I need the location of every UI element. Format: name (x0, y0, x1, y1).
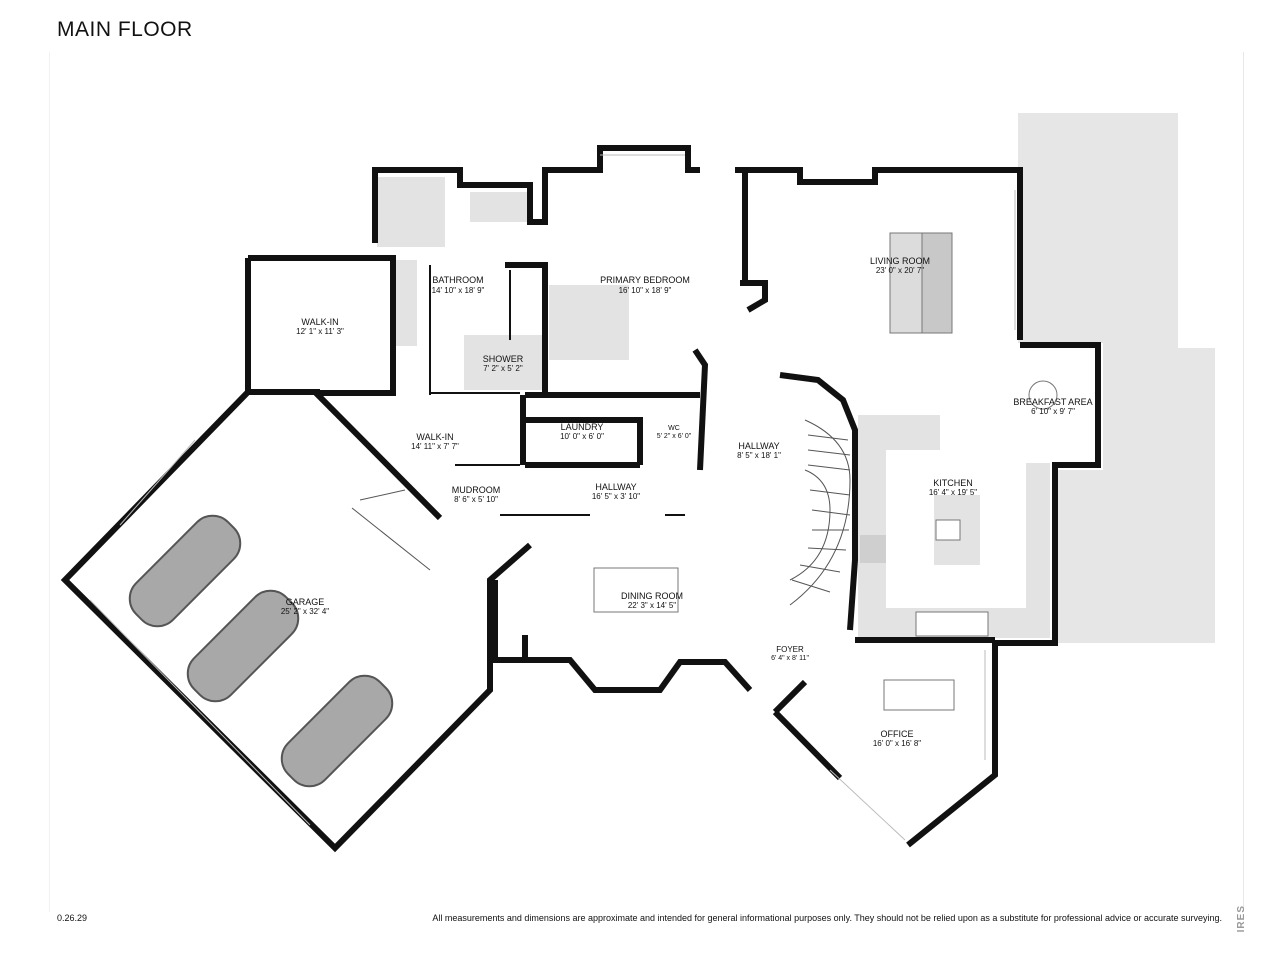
room-dim-primary-bedroom: 16' 10" x 18' 9" (619, 286, 672, 295)
page-edge-left (49, 52, 50, 912)
bath-fixtures (377, 177, 629, 390)
room-name-living-room: LIVING ROOM (870, 256, 930, 266)
version-number: 0.26.29 (57, 913, 88, 923)
disclaimer-text: All measurements and dimensions are appr… (432, 913, 1222, 923)
room-name-hallway-1: HALLWAY (738, 441, 779, 451)
room-labels: BATHROOM 14' 10" x 18' 9" PRIMARY BEDROO… (281, 256, 1093, 748)
room-dim-shower: 7' 2" x 5' 2" (483, 364, 523, 373)
room-name-garage: GARAGE (286, 597, 325, 607)
room-name-foyer: FOYER (776, 645, 804, 654)
windows (89, 154, 1016, 841)
room-dim-hallway-1: 8' 5" x 18' 1" (737, 451, 781, 460)
room-name-wc: WC (668, 425, 680, 432)
room-name-primary-bedroom: PRIMARY BEDROOM (600, 275, 690, 285)
room-name-hallway-2: HALLWAY (595, 482, 636, 492)
room-dim-dining-room: 22' 3" x 14' 5" (628, 601, 676, 610)
page-edge-right (1243, 52, 1244, 912)
room-dim-breakfast-area: 6' 10" x 9' 7" (1031, 407, 1075, 416)
walls (60, 145, 1101, 853)
room-dim-walkin-1: 12' 1" x 11' 3" (296, 327, 344, 336)
room-name-shower: SHOWER (483, 354, 524, 364)
room-name-walkin-2: WALK-IN (416, 432, 453, 442)
room-dim-laundry: 10' 0" x 6' 0" (560, 432, 604, 441)
room-dim-hallway-2: 16' 5" x 3' 10" (592, 492, 640, 501)
room-dim-foyer: 6' 4" x 8' 11" (771, 655, 809, 662)
staircase (351, 419, 851, 606)
garage-cars (128, 514, 394, 788)
room-name-kitchen: KITCHEN (933, 478, 973, 488)
thin-walls (429, 265, 685, 516)
room-dim-mudroom: 8' 6" x 5' 10" (454, 495, 498, 504)
exterior-deck (1018, 113, 1215, 643)
room-dim-walkin-2: 14' 11" x 7' 7" (411, 442, 459, 451)
room-name-office: OFFICE (881, 729, 914, 739)
room-name-breakfast-area: BREAKFAST AREA (1013, 397, 1092, 407)
room-dim-bathroom: 14' 10" x 18' 9" (432, 286, 485, 295)
room-name-mudroom: MUDROOM (452, 485, 501, 495)
room-name-bathroom: BATHROOM (432, 275, 483, 285)
room-dim-kitchen: 16' 4" x 19' 5" (929, 488, 977, 497)
room-dim-wc: 5' 2" x 6' 0" (657, 433, 692, 440)
room-name-laundry: LAUNDRY (561, 422, 604, 432)
room-dim-office: 16' 0" x 16' 8" (873, 739, 921, 748)
room-dim-garage: 25' 2" x 32' 4" (281, 607, 329, 616)
furniture (593, 232, 1058, 711)
room-name-walkin-1: WALK-IN (301, 317, 338, 327)
watermark-logo: IRES (1236, 905, 1247, 933)
page-title: MAIN FLOOR (57, 18, 193, 41)
room-dim-living-room: 23' 0" x 20' 7" (876, 266, 924, 275)
room-name-dining-room: DINING ROOM (621, 591, 683, 601)
